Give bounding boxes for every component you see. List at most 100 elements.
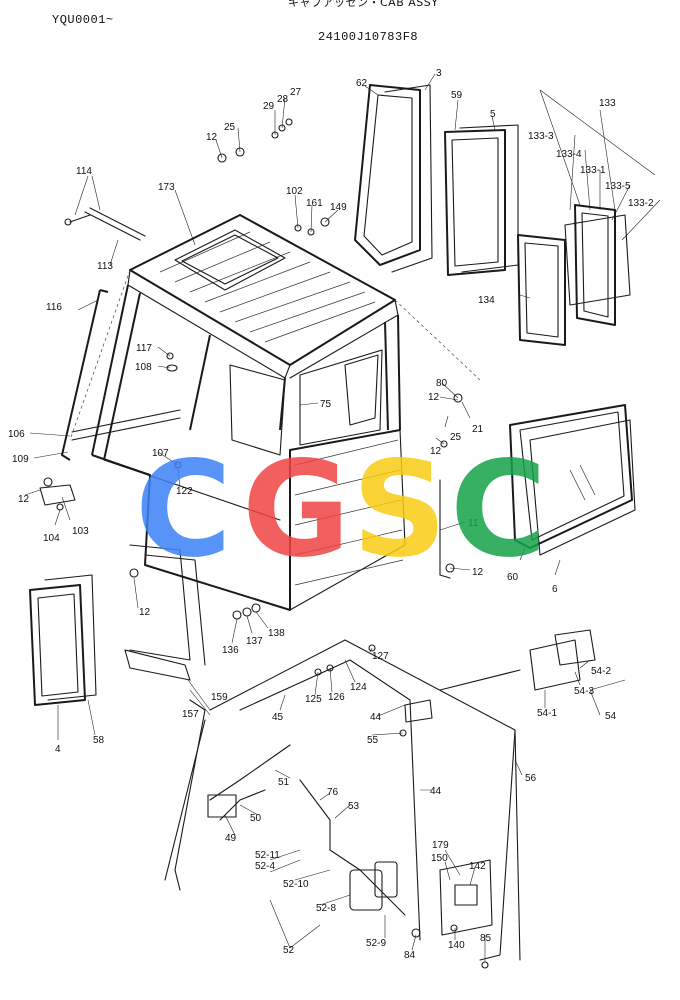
callout-157: 157 xyxy=(182,709,199,720)
callout-52: 52 xyxy=(283,945,295,956)
callout-44: 44 xyxy=(370,712,382,723)
cab-body xyxy=(69,214,481,611)
callout-5: 5 xyxy=(490,109,496,120)
watermark-letter-s: S xyxy=(352,433,447,587)
callout-58: 58 xyxy=(93,735,105,746)
callout-75: 75 xyxy=(320,399,332,410)
callout-52-9: 52-9 xyxy=(366,938,386,949)
callout-124: 124 xyxy=(350,682,367,693)
callout-137: 137 xyxy=(246,636,263,647)
callout-114: 114 xyxy=(76,166,92,177)
callout-108: 108 xyxy=(135,362,152,373)
callout-6: 6 xyxy=(552,584,558,595)
callout-59: 59 xyxy=(451,90,463,101)
callout-133-3: 133-3 xyxy=(528,131,554,142)
callout-25: 25 xyxy=(224,122,236,133)
callout-12-e: 12 xyxy=(472,567,484,578)
fasteners xyxy=(43,118,489,969)
callout-136: 136 xyxy=(222,645,239,656)
callout-126: 126 xyxy=(328,692,345,703)
callout-125: 125 xyxy=(305,694,322,705)
callout-173: 173 xyxy=(158,182,175,193)
callout-107: 107 xyxy=(152,448,169,459)
callout-12-b: 12 xyxy=(428,392,440,403)
callout-3: 3 xyxy=(436,68,442,79)
callout-133: 133 xyxy=(599,98,616,109)
callout-50: 50 xyxy=(250,813,262,824)
callout-11: 11 xyxy=(468,518,479,529)
callout-45: 45 xyxy=(272,712,284,723)
callout-102: 102 xyxy=(286,186,303,197)
callout-84: 84 xyxy=(404,950,416,961)
callout-56: 56 xyxy=(525,773,537,784)
callout-60: 60 xyxy=(507,572,519,583)
callout-44-b: 44 xyxy=(430,786,442,797)
callout-52-8: 52-8 xyxy=(316,903,336,914)
lower-trim-pieces xyxy=(39,484,206,681)
watermark-letter-g: G xyxy=(242,433,350,587)
callout-76: 76 xyxy=(327,787,339,798)
callout-140: 140 xyxy=(448,940,465,951)
callout-161: 161 xyxy=(306,198,323,209)
callout-117: 117 xyxy=(136,343,152,354)
callout-54: 54 xyxy=(605,711,617,722)
callout-133-1: 133-1 xyxy=(580,165,606,176)
watermark-letter-c1: C xyxy=(135,433,232,587)
callout-labels: 3 62 59 5 133 133-3 133-4 133-1 133-5 13… xyxy=(8,68,654,961)
callout-12: 12 xyxy=(206,132,218,143)
wiring-and-wiper xyxy=(164,629,596,961)
header-title-top: キャブアッセン・CAB ASSY xyxy=(288,0,439,9)
callout-159: 159 xyxy=(211,692,228,703)
callout-25-b: 25 xyxy=(450,432,462,443)
side-window-set xyxy=(29,574,97,706)
callout-52-11: 52-11 xyxy=(255,850,280,861)
callout-109: 109 xyxy=(12,454,29,465)
callout-113: 113 xyxy=(97,261,113,272)
callout-142: 142 xyxy=(469,861,486,872)
callout-133-2: 133-2 xyxy=(628,198,654,209)
callout-28: 28 xyxy=(277,94,289,105)
callout-27: 27 xyxy=(290,87,302,98)
callout-12-c: 12 xyxy=(430,446,442,457)
callout-54-3: 54-3 xyxy=(574,686,594,697)
watermark-letter-c2: C xyxy=(450,433,547,587)
header-part-number: 24100J10783F8 xyxy=(318,30,419,44)
callout-122: 122 xyxy=(176,486,193,497)
callout-138: 138 xyxy=(268,628,285,639)
callout-54-1: 54-1 xyxy=(537,708,557,719)
callout-134: 134 xyxy=(478,295,495,306)
callout-103: 103 xyxy=(72,526,89,537)
callout-179: 179 xyxy=(432,840,449,851)
handrail-and-strut xyxy=(61,207,451,579)
callout-150: 150 xyxy=(431,853,448,864)
callout-52-10: 52-10 xyxy=(283,879,309,890)
callout-54-2: 54-2 xyxy=(591,666,611,677)
callout-133-4: 133-4 xyxy=(556,149,582,160)
callout-127: 127 xyxy=(372,651,389,662)
callout-62: 62 xyxy=(356,78,368,89)
rear-window-set xyxy=(354,84,631,346)
callout-85: 85 xyxy=(480,933,492,944)
leader-lines xyxy=(24,73,661,962)
header-serial: YQU0001~ xyxy=(52,13,114,27)
callout-149: 149 xyxy=(330,202,347,213)
callout-49: 49 xyxy=(225,833,237,844)
callout-133-5: 133-5 xyxy=(605,181,631,192)
callout-106: 106 xyxy=(8,429,25,440)
callout-80: 80 xyxy=(436,378,448,389)
callout-12-f: 12 xyxy=(139,607,151,618)
callout-29: 29 xyxy=(263,101,275,112)
callout-12-d: 12 xyxy=(18,494,30,505)
callout-116: 116 xyxy=(46,302,62,313)
callout-21: 21 xyxy=(472,424,484,435)
callout-53: 53 xyxy=(348,801,360,812)
cgsc-watermark: C G S C xyxy=(135,433,547,587)
callout-104: 104 xyxy=(43,533,60,544)
callout-52-4: 52-4 xyxy=(255,861,275,872)
callout-55: 55 xyxy=(367,735,379,746)
callout-51: 51 xyxy=(278,777,290,788)
callout-4: 4 xyxy=(55,744,61,755)
door-window-set xyxy=(509,404,636,556)
